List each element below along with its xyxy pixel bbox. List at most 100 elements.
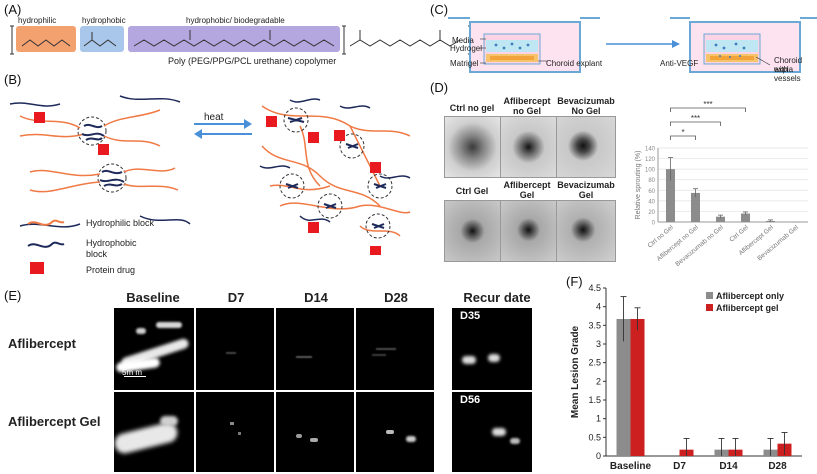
e-row-aflibercept: Aflibercept bbox=[8, 336, 76, 351]
panel-a-copolymer: hydrophilic hydrophobic hydrophobic/ bio… bbox=[8, 14, 478, 72]
legend-hydrophobic-2: block bbox=[86, 249, 108, 259]
d-significance-bracket bbox=[670, 135, 696, 140]
transwell-after bbox=[670, 17, 817, 73]
micrograph-aflibercept-gel bbox=[500, 200, 557, 262]
explant-vessels-label-2: with vessels bbox=[774, 65, 801, 83]
d-title-bevacizumab-gel-1: Bevacizumab bbox=[557, 180, 615, 190]
d-bar bbox=[791, 222, 800, 223]
f-y-tick-label: 3.5 bbox=[588, 320, 601, 330]
e-col-d28: D28 bbox=[384, 290, 408, 305]
f-y-tick-label: 0 bbox=[596, 451, 601, 461]
micrograph-bevacizumab-no-gel bbox=[556, 116, 616, 178]
copolymer-caption: Poly (PEG/PPG/PCL urethane) copolymer bbox=[168, 56, 337, 66]
d-y-tick-label: 140 bbox=[645, 147, 656, 153]
d-y-tick-label: 0 bbox=[652, 221, 656, 227]
biodegradable-label: hydrophobic/ biodegradable bbox=[186, 16, 285, 25]
transwell-before bbox=[448, 17, 600, 73]
antivegf-label: Anti-VEGF bbox=[660, 59, 699, 68]
f-y-tick-label: 3 bbox=[596, 339, 601, 349]
matrigel-label: Matrigel bbox=[450, 59, 479, 68]
right-gel-network bbox=[259, 98, 411, 255]
d-title-aflibercept-no-gel-1: Aflibercept bbox=[503, 96, 551, 106]
legend-hydrophobic-1: Hydrophobic bbox=[86, 238, 137, 248]
panel-a-label: (A) bbox=[4, 2, 22, 17]
angiogram-aflibercept-d14 bbox=[276, 308, 354, 390]
hydrophilic-legend-swatch bbox=[27, 219, 65, 226]
scale-bar-label: 5m m bbox=[122, 368, 142, 377]
f-bar-only bbox=[616, 318, 631, 456]
d-y-tick-label: 120 bbox=[645, 157, 656, 163]
f-x-tick-label: D7 bbox=[673, 461, 686, 472]
recur-label-d35: D35 bbox=[460, 310, 481, 322]
micrograph-aflibercept-no-gel bbox=[500, 116, 557, 178]
d-bar bbox=[666, 169, 675, 222]
angiogram-aflibercept-gel-recur: D56 bbox=[452, 392, 532, 472]
d-y-tick-label: 100 bbox=[645, 168, 656, 174]
angiogram-aflibercept-gel-baseline bbox=[114, 392, 194, 472]
heat-arrows bbox=[194, 119, 252, 139]
choroid-explant-label: Choroid explant bbox=[546, 59, 603, 68]
d-y-axis-label: Relative sprouting (%) bbox=[635, 151, 642, 220]
d-title-ctrl-no-gel: Ctrl no gel bbox=[449, 103, 495, 113]
f-y-axis-label: Mean Lesion Grade bbox=[570, 325, 581, 418]
d-significance-bracket bbox=[670, 121, 721, 126]
f-legend-label: Aflibercept only bbox=[716, 291, 784, 301]
micrograph-ctrl-gel bbox=[444, 200, 501, 262]
d-y-tick-label: 80 bbox=[648, 178, 655, 184]
hydrophobic-segment bbox=[80, 26, 124, 52]
d-bar bbox=[691, 192, 700, 222]
heat-label: heat bbox=[204, 112, 224, 123]
d-bar bbox=[741, 213, 750, 222]
f-y-tick-label: 1.5 bbox=[588, 395, 601, 405]
f-legend-swatch bbox=[706, 304, 713, 311]
f-y-tick-label: 4 bbox=[596, 302, 601, 312]
angiogram-aflibercept-d28 bbox=[356, 308, 434, 390]
angiogram-aflibercept-baseline: 5m m bbox=[114, 308, 194, 390]
media-label: Media bbox=[452, 36, 474, 45]
f-bar-gel bbox=[630, 318, 645, 456]
d-significance-bracket bbox=[670, 107, 746, 112]
f-x-tick-label: D28 bbox=[768, 461, 787, 472]
explant-vessels-label-1: Choroid expla bbox=[774, 56, 803, 74]
d-title-aflibercept-gel-2: Gel bbox=[519, 190, 535, 200]
f-y-tick-label: 1 bbox=[596, 414, 601, 424]
d-significance-mark: *** bbox=[691, 114, 700, 123]
legend-drug: Protein drug bbox=[86, 265, 136, 275]
hydrophobic-legend-swatch bbox=[27, 241, 65, 248]
f-legend-label: Aflibercept gel bbox=[716, 303, 779, 313]
d-bar bbox=[716, 216, 725, 222]
panel-e-label: (E) bbox=[4, 288, 22, 303]
transwell-arrow bbox=[606, 40, 680, 48]
f-y-tick-label: 4.5 bbox=[588, 284, 601, 293]
d-significance-mark: * bbox=[681, 128, 684, 137]
angiogram-aflibercept-gel-d28 bbox=[356, 392, 434, 472]
d-title-ctrl-gel: Ctrl Gel bbox=[455, 186, 489, 196]
chemical-structure bbox=[10, 25, 472, 55]
d-y-tick-label: 20 bbox=[648, 210, 655, 216]
f-legend-swatch bbox=[706, 292, 713, 299]
angiogram-aflibercept-recur: D35 bbox=[452, 308, 532, 390]
d-title-aflibercept-no-gel-2: no Gel bbox=[512, 106, 541, 116]
hydrophilic-segment bbox=[16, 26, 76, 52]
f-x-tick-label: Baseline bbox=[610, 461, 652, 472]
panel-b-legend-swatches bbox=[27, 219, 65, 274]
f-x-tick-label: D14 bbox=[719, 461, 738, 472]
angiogram-aflibercept-gel-d7 bbox=[196, 392, 274, 472]
micelle-diagram bbox=[9, 95, 411, 255]
e-col-baseline: Baseline bbox=[126, 290, 180, 305]
d-title-bevacizumab-gel-2: Gel bbox=[578, 190, 594, 200]
e-col-d7: D7 bbox=[227, 290, 245, 305]
micrograph-ctrl-no-gel bbox=[444, 116, 501, 178]
panel-b-label: (B) bbox=[4, 72, 22, 87]
f-y-tick-label: 2.5 bbox=[588, 358, 601, 368]
e-row-aflibercept-gel: Aflibercept Gel bbox=[8, 414, 101, 429]
d-title-aflibercept-gel-1: Aflibercept bbox=[503, 180, 551, 190]
angiogram-aflibercept-gel-d14 bbox=[276, 392, 354, 472]
d-x-tick-label: Ctrl Gel bbox=[728, 224, 750, 244]
e-col-recur-date: Recur date bbox=[463, 290, 531, 305]
biodegradable-segment bbox=[128, 26, 340, 52]
recur-label-d56: D56 bbox=[460, 394, 481, 406]
left-micelles bbox=[9, 95, 191, 228]
panel-c-label: (C) bbox=[430, 2, 449, 17]
f-y-tick-label: 2 bbox=[596, 376, 601, 386]
